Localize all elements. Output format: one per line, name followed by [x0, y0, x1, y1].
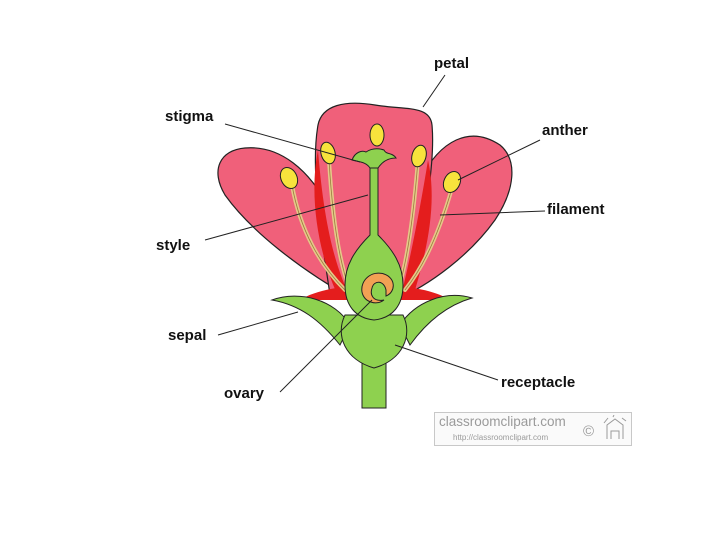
petal-inner-right	[400, 160, 432, 300]
receptacle	[340, 314, 408, 369]
watermark-url: http://classroomclipart.com	[453, 433, 549, 442]
label-ovary: ovary	[224, 385, 265, 402]
label-petal: petal	[434, 55, 470, 72]
pointer-filament	[439, 210, 546, 216]
clipart-logo-icon	[603, 415, 627, 439]
pointer-lines	[204, 74, 546, 393]
pointer-style	[204, 194, 369, 241]
label-stigma: stigma	[165, 108, 214, 125]
anther	[369, 123, 385, 147]
watermark-site: classroomclipart.com	[439, 414, 566, 429]
filament-outline	[404, 187, 453, 291]
label-anther: anther	[542, 122, 588, 139]
ovule	[361, 272, 394, 304]
label-style: style	[156, 237, 191, 254]
watermark: classroomclipart.com http://classroomcli…	[434, 412, 632, 446]
label-sepal: sepal	[168, 327, 207, 344]
label-filament: filament	[547, 201, 605, 218]
sepal-right	[399, 295, 474, 346]
pointer-stigma	[224, 123, 361, 163]
petal-inner-left	[314, 150, 352, 300]
pointer-ovary	[279, 299, 373, 393]
pointer-anther	[457, 139, 541, 181]
sepal-left	[270, 295, 351, 346]
copyright-icon: ©	[583, 423, 595, 440]
anther	[279, 166, 299, 190]
anther	[411, 144, 427, 168]
label-receptacle: receptacle	[501, 374, 576, 391]
pointer-sepal	[217, 311, 299, 336]
pointer-receptacle	[394, 344, 499, 381]
anther	[442, 170, 462, 194]
pointer-petal	[422, 74, 446, 108]
stigma-head	[351, 148, 397, 169]
filament-outline	[291, 184, 346, 291]
